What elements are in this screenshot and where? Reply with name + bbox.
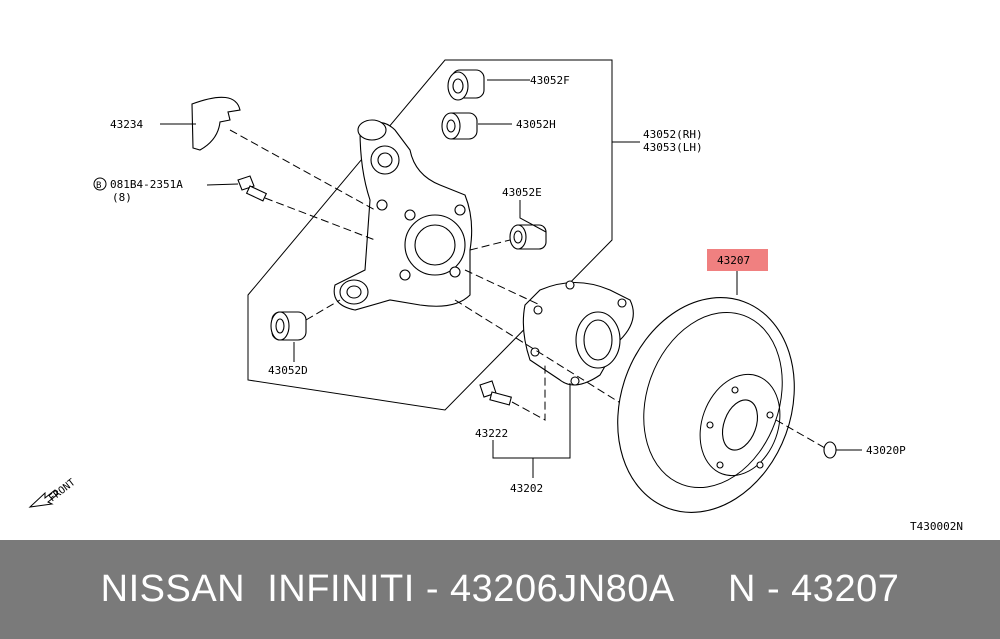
label-43053-lh: 43053(LH) (643, 141, 703, 154)
bushing-43052F (447, 69, 485, 101)
label-43052F: 43052F (530, 74, 570, 87)
bracket-43052 (478, 79, 640, 143)
bushing-43052H (441, 112, 478, 140)
brake-disc (617, 297, 795, 513)
label-43020P: 43020P (866, 444, 906, 457)
steering-knuckle (333, 119, 473, 311)
wheel-hub (522, 280, 634, 386)
front-arrow-icon: FRONT (28, 477, 78, 508)
label-43222: 43222 (475, 427, 508, 440)
pin-43020P (823, 441, 837, 459)
label-front: FRONT (47, 477, 77, 504)
label-43052E: 43052E (502, 186, 542, 199)
bushingE-guide-line (469, 239, 511, 251)
hubbolt-guide-line (511, 362, 546, 421)
bushingD-guide-line (305, 299, 341, 321)
bolt-circle-marker (93, 177, 107, 191)
assembly-frame (247, 59, 613, 411)
label-43234: 43234 (110, 118, 143, 131)
hub-bolt (479, 380, 512, 406)
hub-guide-line (464, 269, 541, 306)
bolt-guide-line (264, 197, 376, 241)
footer-part-number: NISSAN INFINITI - 43206JN80A N - 43207 (100, 568, 900, 610)
pin-guide-line (775, 419, 826, 449)
bushing-43052D (270, 311, 307, 341)
label-bolt-qty: (8) (112, 191, 132, 204)
label-bolt-code: 081B4-2351A (110, 178, 183, 191)
label-ref-code: T430002N (910, 520, 963, 533)
label-43052D: 43052D (268, 364, 308, 377)
label-43052-rh: 43052(RH) (643, 128, 703, 141)
cover-guide-line (229, 129, 376, 211)
bolt-081B4 (237, 175, 268, 202)
hub-axis-line (454, 299, 721, 466)
parts-diagram: 43052F 43052H 43234 43052(RH) 43053(LH) … (28, 59, 963, 533)
highlight-43207 (707, 249, 768, 271)
label-43202: 43202 (510, 482, 543, 495)
label-bolt-circle: B (96, 181, 101, 191)
footer-banner: NISSAN INFINITI - 43206JN80A N - 43207 (0, 540, 1000, 639)
label-43052H: 43052H (516, 118, 556, 131)
label-43207: 43207 (717, 254, 750, 267)
bushing-43052E (509, 224, 547, 250)
leader-lines (160, 123, 862, 478)
dust-cover (188, 96, 241, 151)
